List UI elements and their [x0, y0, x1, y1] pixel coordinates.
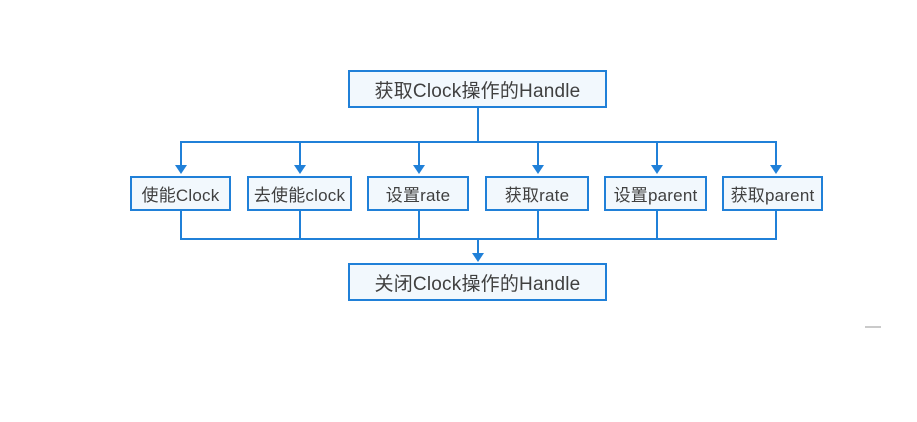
connector-root-stem [477, 108, 479, 142]
node-operation-4[interactable]: 获取rate [485, 176, 589, 211]
connector-rise-6 [775, 211, 777, 240]
connector-drop-6 [775, 141, 777, 167]
arrowhead-down-icon-5 [651, 165, 663, 174]
connector-end-stem [477, 238, 479, 255]
arrowhead-down-icon-end [472, 253, 484, 262]
render-artifact-mark [865, 326, 881, 328]
connector-rise-1 [180, 211, 182, 240]
node-operation-1[interactable]: 使能Clock [130, 176, 231, 211]
arrowhead-down-icon-2 [294, 165, 306, 174]
connector-rise-5 [656, 211, 658, 240]
connector-drop-2 [299, 141, 301, 167]
arrowhead-down-icon-6 [770, 165, 782, 174]
node-operation-5[interactable]: 设置parent [604, 176, 707, 211]
node-operation-6[interactable]: 获取parent [722, 176, 823, 211]
node-acquire-clock-handle[interactable]: 获取Clock操作的Handle [348, 70, 607, 108]
node-operation-3[interactable]: 设置rate [367, 176, 469, 211]
connector-drop-5 [656, 141, 658, 167]
connector-drop-1 [180, 141, 182, 167]
arrowhead-down-icon-4 [532, 165, 544, 174]
arrowhead-down-icon-1 [175, 165, 187, 174]
arrowhead-down-icon-3 [413, 165, 425, 174]
connector-drop-4 [537, 141, 539, 167]
node-operation-2[interactable]: 去使能clock [247, 176, 352, 211]
connector-rise-2 [299, 211, 301, 240]
node-close-clock-handle[interactable]: 关闭Clock操作的Handle [348, 263, 607, 301]
connector-rise-3 [418, 211, 420, 240]
connector-top-bus [180, 141, 775, 143]
connector-drop-3 [418, 141, 420, 167]
connector-rise-4 [537, 211, 539, 240]
